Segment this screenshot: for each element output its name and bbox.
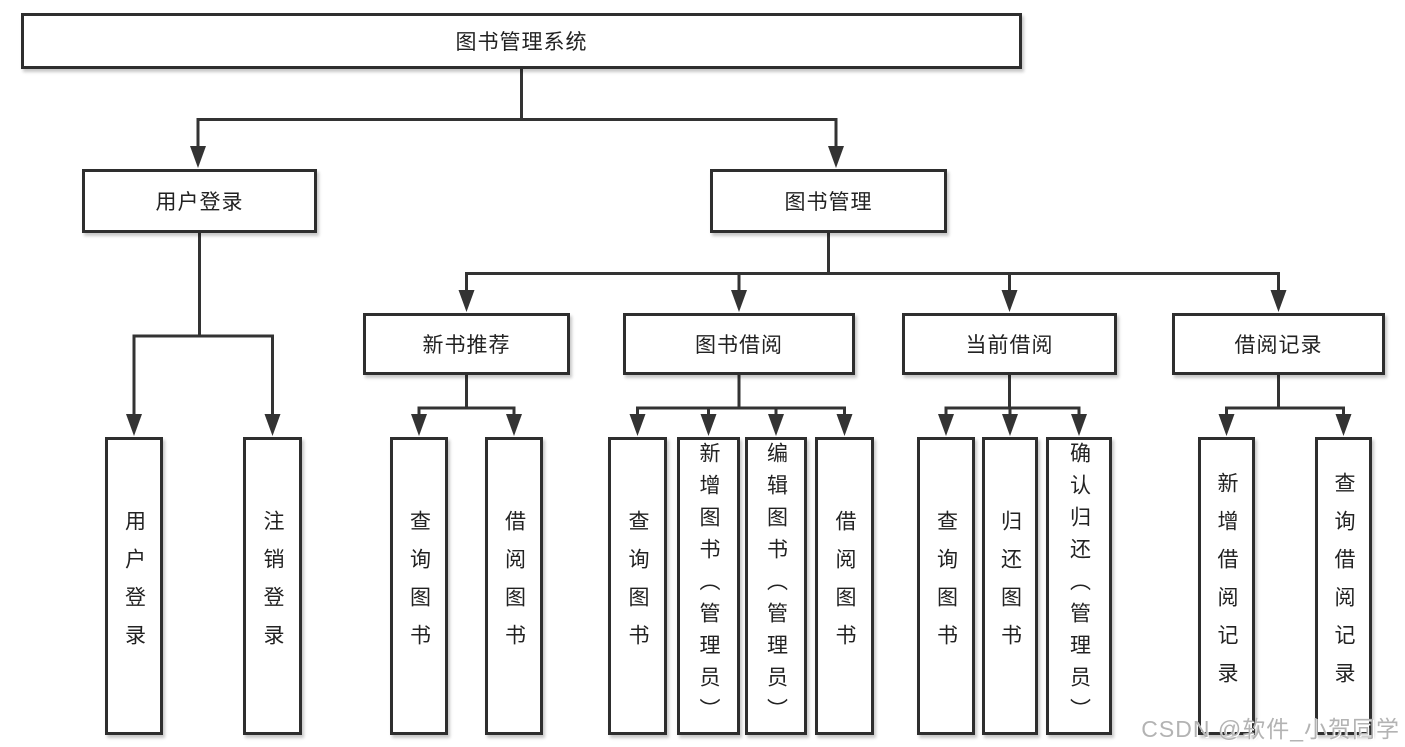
arrowhead-icon: [458, 290, 475, 312]
arrowhead-icon: [731, 290, 747, 312]
leaf-user-login: 用户登录: [105, 437, 163, 735]
leaf-query-books-borrow: 查询图书: [608, 437, 667, 735]
leaf-query-books-recommend: 查询图书: [390, 437, 448, 735]
leaf-borrow-books: 借阅图书: [815, 437, 874, 735]
node-label: 用户登录: [122, 510, 146, 662]
leaf-logout: 注销登录: [243, 437, 302, 735]
node-label: 新书推荐: [422, 334, 511, 357]
leaf-borrow-books-recommend: 借阅图书: [485, 437, 543, 735]
arrowhead-icon: [629, 414, 646, 436]
leaf-add-borrow-record: 新增借阅记录: [1198, 437, 1255, 735]
node-label: 新增借阅记录: [1215, 472, 1238, 700]
connector-current-borrow-branch: [938, 375, 1087, 436]
connector-book-management-branch: [458, 233, 1287, 312]
leaf-query-books-current: 查询图书: [917, 437, 975, 735]
node-label: 查询图书: [407, 510, 431, 662]
arrowhead-icon: [938, 414, 954, 436]
node-label: 查询图书: [626, 510, 649, 662]
csdn-watermark: CSDN @软件_小贺同学: [1141, 716, 1400, 742]
arrowhead-icon: [506, 414, 522, 436]
connector-root-to-level2: [190, 69, 844, 168]
node-book-borrow: 图书借阅: [623, 313, 855, 375]
arrowhead-icon: [1002, 414, 1018, 436]
node-label: 图书借阅: [695, 334, 783, 357]
arrowhead-icon: [1001, 290, 1018, 312]
arrowhead-icon: [836, 414, 853, 436]
connector-book-borrow-branch: [629, 375, 853, 436]
node-label: 归还图书: [998, 510, 1022, 662]
node-label: 确认归还（管理员）: [1067, 442, 1091, 730]
node-book-management: 图书管理: [710, 169, 947, 233]
connector-user-login-branch: [126, 233, 281, 436]
arrowhead-icon: [1218, 414, 1235, 436]
leaf-query-borrow-record: 查询借阅记录: [1315, 437, 1372, 735]
arrowhead-icon: [126, 414, 142, 436]
node-system-root: 图书管理系统: [21, 13, 1022, 69]
node-label: 借阅图书: [502, 510, 526, 662]
arrowhead-icon: [768, 414, 784, 436]
connector-new-book-branch: [411, 375, 522, 436]
node-current-borrow: 当前借阅: [902, 313, 1117, 375]
arrowhead-icon: [828, 146, 844, 168]
node-label: 注销登录: [261, 510, 284, 662]
node-label: 图书管理: [784, 191, 873, 214]
leaf-add-books-admin: 新增图书（管理员）: [677, 437, 740, 735]
arrowhead-icon: [264, 414, 281, 436]
node-label: 查询借阅记录: [1332, 472, 1355, 700]
node-label: 图书管理系统: [455, 31, 588, 54]
arrowhead-icon: [411, 414, 427, 436]
leaf-confirm-return-admin: 确认归还（管理员）: [1046, 437, 1112, 735]
node-label: 编辑图书（管理员）: [764, 442, 788, 730]
node-label: 用户登录: [155, 191, 244, 214]
node-new-book-recommend: 新书推荐: [363, 313, 570, 375]
node-label: 新增图书（管理员）: [697, 442, 720, 730]
connector-borrow-records-branch: [1218, 375, 1352, 436]
arrowhead-icon: [1335, 414, 1352, 436]
arrowhead-icon: [190, 146, 206, 168]
node-borrow-records: 借阅记录: [1172, 313, 1385, 375]
arrowhead-icon: [1071, 414, 1087, 436]
node-label: 查询图书: [934, 510, 958, 662]
node-user-login: 用户登录: [82, 169, 317, 233]
arrowhead-icon: [1270, 290, 1287, 312]
arrowhead-icon: [700, 414, 717, 436]
node-label: 借阅记录: [1234, 334, 1323, 357]
node-label: 借阅图书: [833, 510, 856, 662]
node-label: 当前借阅: [965, 334, 1054, 357]
leaf-return-books: 归还图书: [982, 437, 1038, 735]
leaf-edit-books-admin: 编辑图书（管理员）: [745, 437, 807, 735]
